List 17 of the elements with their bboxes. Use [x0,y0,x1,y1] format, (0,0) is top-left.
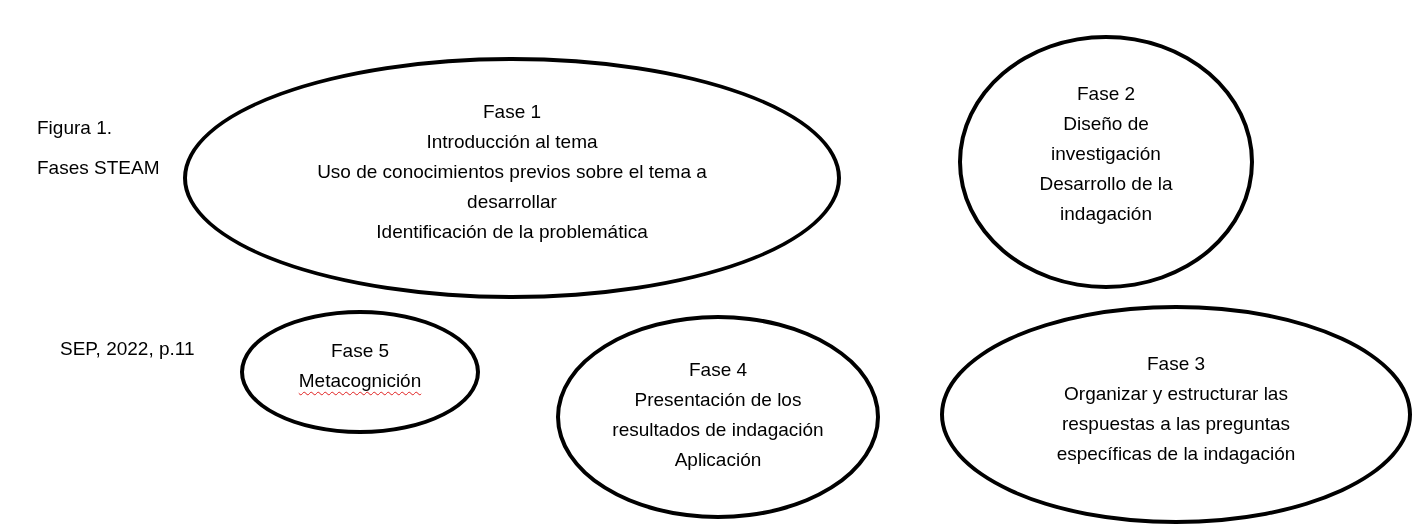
phase-heading: Fase 1 [482,100,542,124]
figure-number: Figura 1. [37,117,112,139]
phase-heading: Fase 5 [330,339,390,363]
phase-description: Diseño de investigación [1050,112,1162,166]
phase-description: Aplicación [674,448,762,472]
phase-description: Presentación de los resultados de indagación [611,388,825,442]
phase-heading: Fase 3 [1146,351,1206,376]
phase-heading: Fase 2 [1076,82,1136,106]
phase-description: Uso de conocimientos previos sobre el tema a desarrollar [316,160,708,214]
phase-description: Identificación de la problemática [376,220,648,244]
phase-description: Metacognición [298,369,422,393]
phase-heading: Fase 4 [688,358,748,382]
phase-description: Organizar y estructurar las respuestas a las preguntas específicas de la indagación [1055,381,1297,466]
source-citation: SEP, 2022, p.11 [60,338,195,360]
figure-title: Fases STEAM [37,157,160,179]
phase-description: Introducción al tema [426,130,598,154]
phase-description: Desarrollo de la indagación [1038,172,1174,226]
